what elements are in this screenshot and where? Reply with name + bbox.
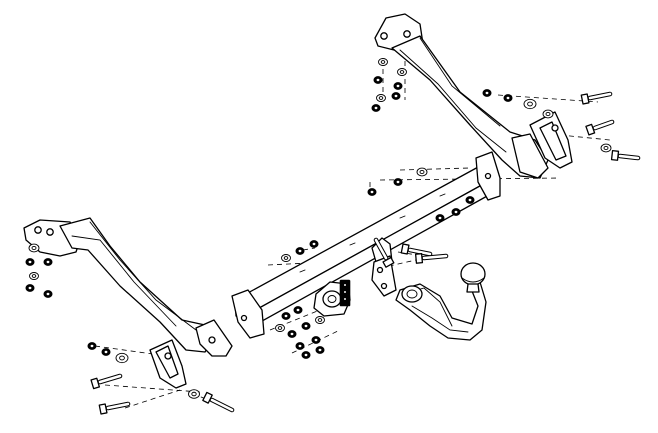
washer [29,272,39,280]
nut-hole [468,198,472,202]
washer-hole [31,274,37,278]
washer-hole [545,111,551,117]
nut-hole [284,314,288,318]
nut-hole [506,96,510,100]
washer [376,94,386,102]
nut-hole [46,292,50,296]
washer [397,68,407,76]
washer-hole [378,96,384,100]
washer-hole [283,256,289,260]
nut-hole [28,260,32,264]
washer-hole [119,355,125,361]
tow-ball-neck [371,237,487,341]
nut-hole [370,190,374,194]
nut-hole [314,338,318,342]
washer [28,243,40,253]
washer-hole [603,145,609,151]
nut-hole [394,94,398,98]
bolt-shank [593,120,614,130]
washer [315,316,325,324]
bolt-head [585,123,596,136]
bolt-head [98,403,108,415]
bolt-shank [588,92,612,100]
nut-hole [304,353,308,357]
bolt-head [382,256,395,268]
bolt-shank [98,374,122,384]
bolt-shank [106,402,130,410]
washer [542,109,554,119]
washer-hole [419,169,425,175]
nut-hole [298,344,302,348]
washer-hole [191,391,197,397]
nut-hole [104,350,108,354]
nut-hole [318,348,322,352]
right-side-arm [374,13,573,179]
nut-hole [396,180,400,184]
washer-hole [527,101,533,107]
bolt-head [414,253,424,264]
bolt-head [202,391,213,404]
nut-hole [290,332,294,336]
washer [115,352,129,364]
fasteners [25,58,641,415]
bolt-shank [618,154,640,160]
nut-hole [46,260,50,264]
bolt-head [400,243,410,255]
bolt-shank [408,248,432,256]
washer-hole [399,70,405,74]
nut-hole [374,106,378,110]
nut-hole [296,308,300,312]
washer [600,143,612,153]
washer [188,389,200,399]
washer [416,167,428,177]
nut-hole [438,216,442,220]
washer [275,324,285,332]
bolt-head [610,149,620,161]
bolt-head [580,93,590,105]
nut-hole [304,324,308,328]
washer-hole [380,60,386,64]
washer [281,254,291,262]
nut-hole [90,344,94,348]
washer-hole [277,326,283,330]
nut-hole [28,286,32,290]
bolt-head [90,377,101,390]
socket-plate [313,279,351,317]
nut-hole [376,78,380,82]
bolt-shank [374,238,388,260]
nut-hole [485,91,489,95]
nut-hole [312,242,316,246]
bolt-shank [422,254,448,260]
bolt-shank [210,398,234,412]
nut-hole [396,84,400,88]
washer [523,98,537,110]
washer [378,58,388,66]
washer-hole [31,245,37,251]
nut-hole [298,249,302,253]
nut-hole [454,210,458,214]
washer-hole [317,318,323,322]
